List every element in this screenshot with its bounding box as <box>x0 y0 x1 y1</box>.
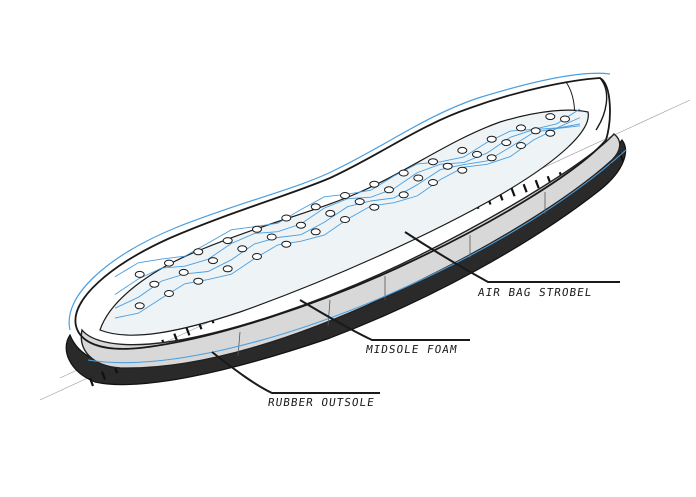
air-cell <box>472 150 482 158</box>
air-cell <box>310 228 321 236</box>
air-cell <box>545 113 556 121</box>
air-cell <box>222 237 233 245</box>
airbag-leader <box>404 231 620 283</box>
air-cell <box>178 268 189 276</box>
air-cell <box>193 248 204 256</box>
label-air-bag-strobel: AIR BAG STROBEL <box>477 286 594 299</box>
air-cell <box>398 191 409 199</box>
air-cell <box>501 139 512 147</box>
air-cell <box>266 233 277 241</box>
air-cell <box>281 240 292 248</box>
air-cell <box>149 280 160 288</box>
air-cell <box>237 245 248 253</box>
air-cell <box>428 179 438 186</box>
air-cell <box>134 270 145 278</box>
air-cell <box>442 162 453 170</box>
midsole-leader <box>299 299 470 341</box>
air-cell <box>398 169 409 177</box>
air-cell <box>457 166 468 174</box>
tread-lug <box>101 371 107 380</box>
callout-lines <box>211 231 620 394</box>
tread-lug <box>534 179 540 189</box>
sole-outline <box>68 72 627 364</box>
tread-lug <box>510 187 516 197</box>
air-cell <box>296 221 306 229</box>
air-cell <box>413 174 424 182</box>
tread-lug <box>88 377 95 387</box>
air-cell <box>384 186 394 194</box>
air-cell <box>281 214 292 222</box>
airbag-cells <box>134 113 570 310</box>
air-cell <box>340 192 350 199</box>
label-rubber-outsole: RUBBER OUTSOLE <box>267 396 376 409</box>
air-cell <box>222 265 233 273</box>
air-cell <box>545 129 556 137</box>
air-cell <box>252 225 262 233</box>
air-cell <box>325 209 336 217</box>
air-cell <box>530 127 541 135</box>
air-cell <box>164 290 174 297</box>
air-cell <box>340 216 350 223</box>
quilt-seam <box>114 123 581 309</box>
air-cell <box>310 203 321 211</box>
air-cell <box>369 180 380 188</box>
tread-lug <box>522 183 528 193</box>
air-cell <box>369 203 380 211</box>
air-cell <box>428 158 438 166</box>
air-cell <box>486 135 497 143</box>
air-cell <box>486 154 497 162</box>
air-cell <box>354 198 365 206</box>
tread-lug <box>185 326 191 336</box>
air-cell <box>516 124 526 132</box>
air-cell <box>208 257 218 265</box>
label-midsole-foam: MIDSOLE FOAM <box>365 343 459 356</box>
air-bag-strobel <box>99 108 589 336</box>
outsole-leader <box>211 351 380 394</box>
air-cell <box>164 259 174 267</box>
air-cell <box>560 115 570 123</box>
air-cell <box>457 146 468 154</box>
air-cell <box>134 302 145 310</box>
air-cell <box>193 277 204 285</box>
air-cell <box>252 253 262 260</box>
air-cell <box>516 142 526 149</box>
